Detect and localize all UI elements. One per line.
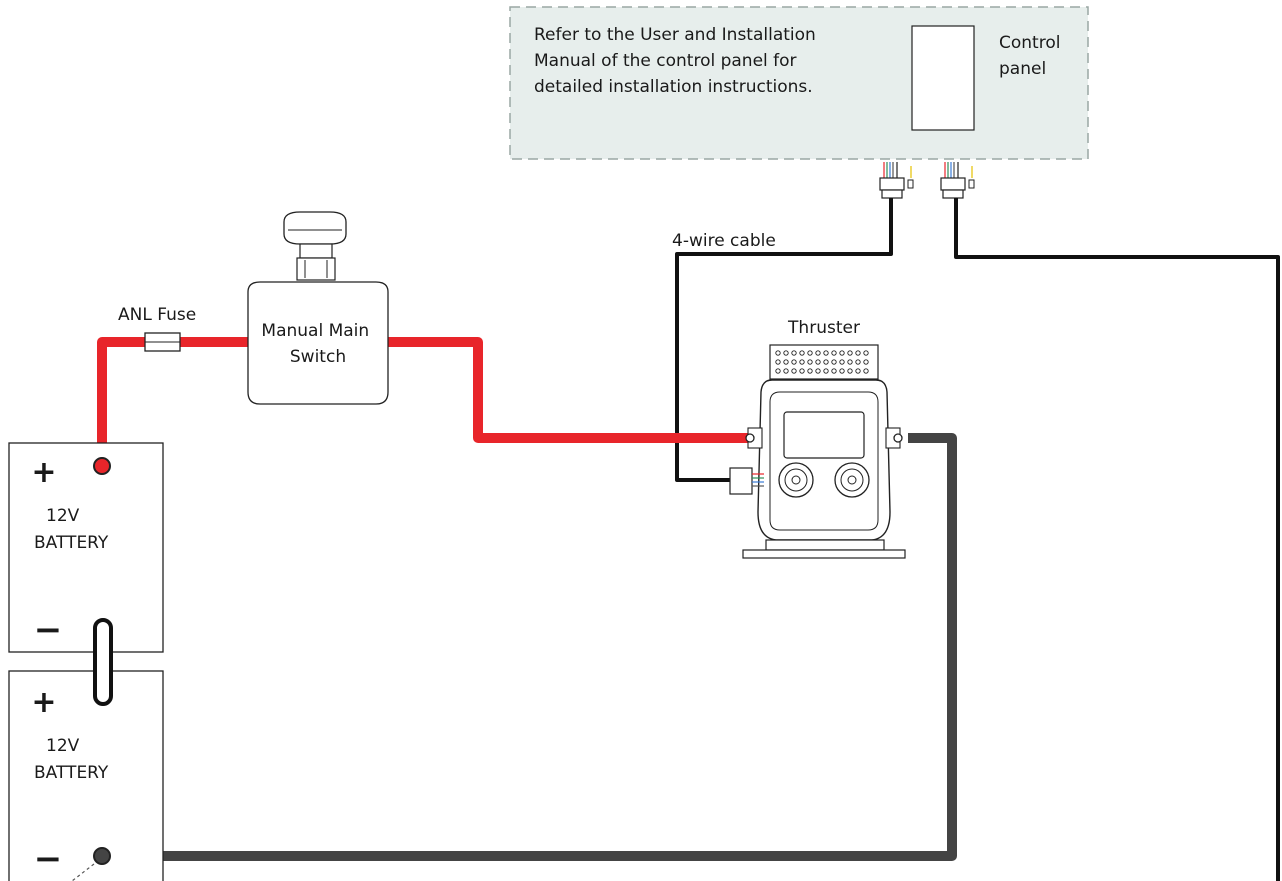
battery-bottom-label-line-2: BATTERY — [34, 763, 109, 783]
battery-top-minus-sign: − — [34, 610, 63, 650]
thruster-label: Thruster — [787, 318, 860, 338]
control-panel-label-line-2: panel — [999, 59, 1046, 79]
battery-top-label-line-1: 12V — [46, 506, 80, 526]
control-panel-area — [509, 6, 1089, 160]
installation-note: Refer to the User and Installation Manua… — [534, 25, 821, 97]
switch-label: Manual Main Switch — [261, 321, 374, 367]
fuse-label: ANL Fuse — [118, 305, 196, 325]
thruster-negative-stud — [893, 433, 903, 443]
battery-bottom — [8, 670, 164, 881]
positive-cable-battery-to-switch — [97, 337, 248, 466]
switch-label-line-1: Manual Main — [261, 321, 369, 341]
battery-positive-terminal — [93, 457, 111, 475]
battery-top — [8, 442, 164, 653]
manual-main-switch — [247, 211, 389, 405]
panel-output-cable — [954, 198, 1280, 881]
positive-cable-switch-to-thruster — [388, 337, 748, 443]
ground-lead — [71, 863, 95, 881]
negative-cable — [102, 433, 957, 861]
battery-bottom-label-line-1: 12V — [46, 736, 80, 756]
installation-note-line-2: Manual of the control panel for — [534, 51, 797, 71]
thruster-positive-stud — [745, 433, 755, 443]
panel-connector-right — [940, 162, 975, 199]
battery-bottom-label: 12V BATTERY — [34, 736, 109, 783]
battery-series-link — [93, 618, 113, 706]
battery-bottom-plus-sign: + — [31, 685, 56, 720]
control-panel-label: Control panel — [999, 33, 1066, 79]
battery-negative-terminal — [93, 847, 111, 865]
four-wire-cable — [675, 198, 893, 482]
battery-top-label: 12V BATTERY — [34, 506, 109, 553]
control-panel-device — [911, 25, 975, 131]
control-panel-label-line-1: Control — [999, 33, 1060, 53]
battery-bottom-minus-sign: − — [34, 839, 63, 879]
installation-note-line-1: Refer to the User and Installation — [534, 25, 816, 45]
installation-note-line-3: detailed installation instructions. — [534, 77, 813, 97]
cable-label: 4-wire cable — [672, 231, 776, 251]
switch-label-line-2: Switch — [290, 347, 346, 367]
thruster — [729, 344, 906, 559]
panel-connector-left — [879, 162, 914, 199]
battery-top-plus-sign: + — [31, 455, 56, 490]
battery-top-label-line-2: BATTERY — [34, 533, 109, 553]
